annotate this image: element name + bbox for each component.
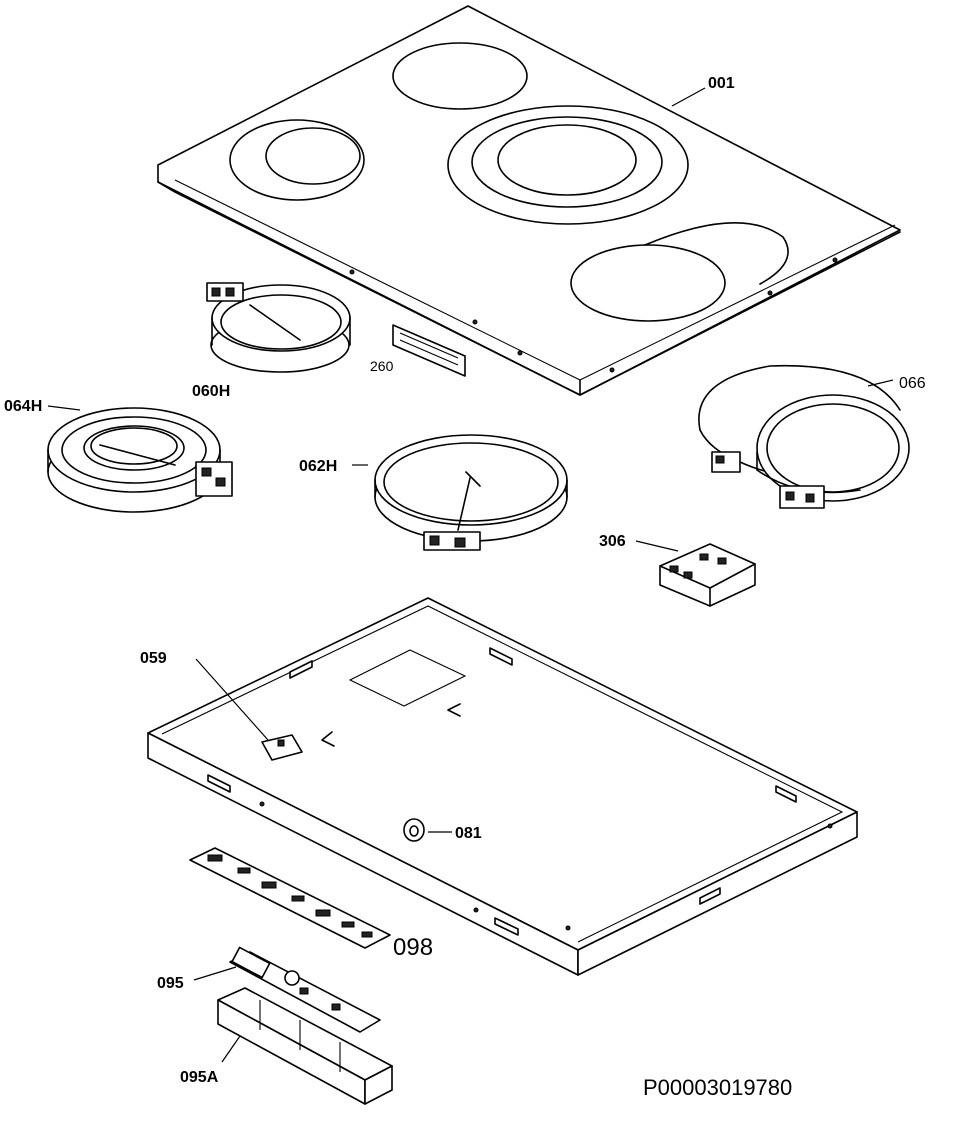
- electronic-board-095: [229, 946, 381, 1033]
- zone-large: [447, 105, 689, 225]
- glass-hob-top: [157, 5, 901, 396]
- heating-element-064h: [47, 407, 233, 513]
- terminal-block-306: [659, 543, 756, 607]
- label-059: 059: [140, 650, 167, 667]
- label-001: 001: [708, 75, 735, 92]
- label-060h: 060H: [192, 383, 230, 400]
- label-095: 095: [157, 975, 184, 992]
- label-plate-260: [392, 324, 466, 377]
- label-064h: 064H: [4, 398, 42, 415]
- control-foil-098: [189, 847, 391, 949]
- heating-element-060h: [206, 282, 351, 373]
- zone-left: [229, 119, 365, 201]
- leader-064h: [47, 405, 81, 411]
- leader-059: [195, 658, 269, 741]
- clip-059: [261, 734, 303, 761]
- zone-front-right: [570, 244, 726, 322]
- heating-element-062h: [374, 434, 568, 551]
- leader-001: [671, 87, 706, 107]
- bottom-housing-tray: [147, 597, 858, 976]
- leader-095a: [221, 1035, 241, 1063]
- board-housing-095a: [217, 987, 393, 1105]
- leader-066: [867, 379, 894, 387]
- label-260: 260: [370, 358, 394, 374]
- label-306: 306: [599, 533, 626, 550]
- zone-rear-center: [392, 42, 528, 110]
- heating-element-066: [698, 364, 910, 509]
- label-098: 098: [393, 934, 433, 961]
- grommet-081: [403, 818, 425, 842]
- label-066: 066: [899, 375, 926, 392]
- drawing-reference-number: P00003019780: [643, 1075, 792, 1100]
- label-095a: 095A: [180, 1069, 219, 1086]
- label-062h: 062H: [299, 458, 337, 475]
- leader-095: [193, 966, 237, 981]
- label-081: 081: [455, 825, 482, 842]
- leader-306: [635, 540, 679, 552]
